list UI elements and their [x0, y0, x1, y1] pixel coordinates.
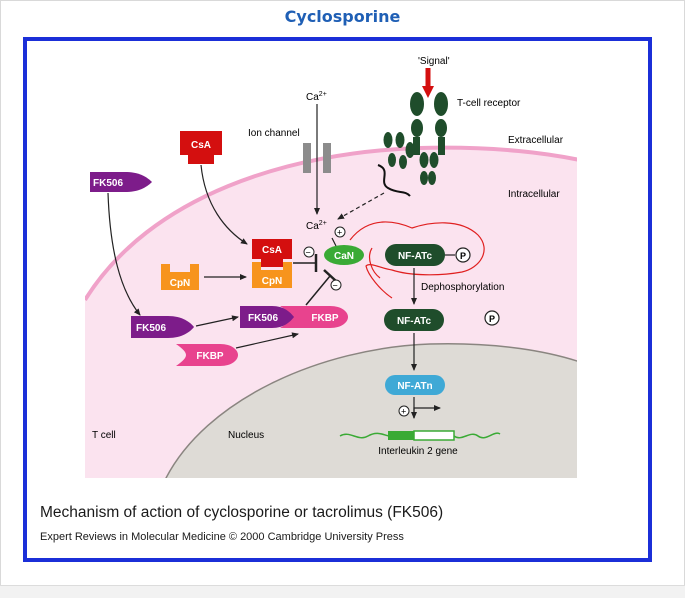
fk506-free-label: FK506: [93, 178, 123, 189]
minus-badge-bottom-icon: [330, 279, 342, 291]
page-title: Cyclosporine: [284, 7, 401, 26]
fk506-mid-label: FK506: [136, 323, 166, 334]
inhibition-bar-lower: [323, 269, 337, 282]
minus-sign-bottom: −: [333, 281, 338, 291]
gene-label: Interleukin 2 gene: [378, 446, 458, 457]
csa-binding-arrow: [200, 164, 248, 245]
ion-channel-label: Ion channel: [248, 128, 300, 139]
nfatc-phosphorylated-icon: [385, 244, 445, 266]
calcineurin-icon: [324, 245, 364, 265]
extracellular-label: Extracellular: [508, 135, 564, 146]
fk506-drug-icon: [90, 172, 152, 192]
fk506-inhibition-line: [305, 275, 331, 306]
dna-right-strand: [453, 432, 501, 439]
dephosphorylation-label: Dephosphorylation: [421, 282, 504, 293]
cpn-free-label: CpN: [170, 278, 191, 289]
plus-badge-icon: [334, 226, 346, 238]
fk506-bound-label: FK506: [248, 313, 278, 324]
ion-channel-right-icon: [323, 143, 331, 173]
dna-left-strand: [339, 432, 391, 439]
phosphate-free-icon: [484, 310, 500, 326]
tcell-receptor-label: T-cell receptor: [457, 98, 521, 109]
fkbp-binding-arrow: [235, 332, 299, 349]
p-bound-label: P: [460, 251, 466, 261]
cpn-bound-label: CpN: [262, 276, 283, 287]
transcription-start-arrow: [413, 405, 441, 418]
figure-caption: Mechanism of action of cyclosporine or t…: [40, 504, 444, 521]
tcell-receptor-icon: [383, 92, 448, 185]
phosphate-bound-icon: [455, 247, 471, 263]
p-free-label: P: [489, 314, 495, 324]
fk506-mid-icon: [131, 316, 194, 338]
fkbp-protein-icon: [176, 344, 238, 366]
nfatc-label: NF-ATc: [397, 316, 432, 327]
ca-mid-label: Ca2+: [306, 220, 327, 232]
minus-badge-top-icon: [303, 246, 315, 258]
dashed-activation-arrow: [337, 192, 385, 220]
csa-drug-icon: [180, 131, 222, 164]
ca-top-label: Ca2+: [306, 91, 327, 103]
red-annotation-scribble: [349, 221, 485, 299]
bottom-toolbar-strip: [0, 585, 685, 598]
plus-sign-gene: +: [401, 407, 406, 417]
calcium-to-can-arrow: [331, 237, 337, 247]
fk506-fkbp-complex-icon: [240, 306, 348, 328]
receptor-tail-icon: [377, 164, 411, 197]
nfatc-icon: [384, 309, 444, 331]
minus-sign-top: −: [306, 248, 311, 258]
fk506-path-arrow: [107, 192, 141, 316]
intracellular-label: Intracellular: [508, 189, 560, 200]
nfatn-label: NF-ATn: [397, 381, 432, 392]
figure-credit: Expert Reviews in Molecular Medicine © 2…: [40, 531, 404, 543]
ion-channel-left-icon: [303, 143, 311, 173]
gene-coding-icon: [413, 430, 455, 441]
nucleus-region: [165, 342, 577, 478]
cell-membrane: [85, 145, 577, 302]
nucleus-label: Nucleus: [228, 430, 264, 441]
signal-label: 'Signal': [418, 56, 450, 67]
nfatc-phos-label: NF-ATc: [398, 251, 433, 262]
csa-free-label: CsA: [191, 140, 211, 151]
tcell-label: T cell: [92, 430, 116, 441]
cpn-protein-icon: [161, 264, 199, 290]
csa-cpn-complex-icon: [252, 239, 292, 288]
csa-bound-label: CsA: [262, 245, 282, 256]
fkbp-bound-label: FKBP: [311, 313, 339, 324]
fk506-binding-arrow: [195, 315, 239, 327]
fkbp-free-label: FKBP: [196, 351, 224, 362]
plus-badge-gene-icon: [398, 405, 410, 417]
nfatn-icon: [385, 375, 445, 395]
can-label: CaN: [334, 251, 354, 262]
plus-sign: +: [337, 228, 342, 238]
gene-promoter-icon: [388, 431, 414, 440]
